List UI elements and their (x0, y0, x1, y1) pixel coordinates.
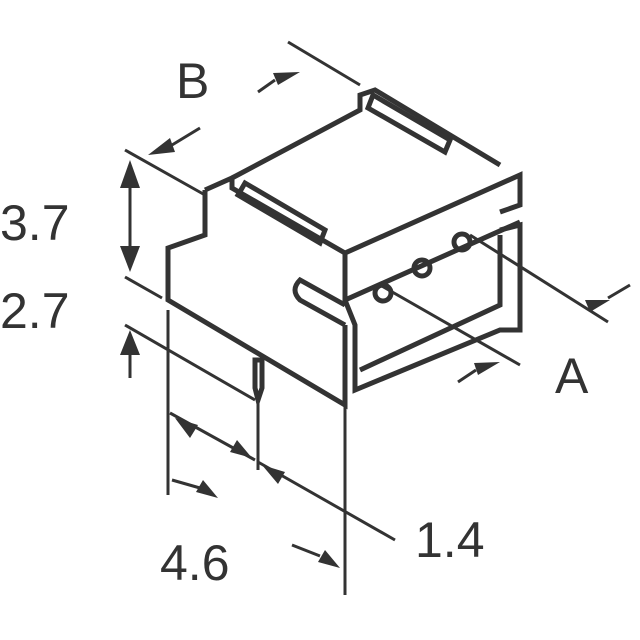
label-B: B (176, 53, 209, 109)
label-3-7: 3.7 (0, 195, 70, 251)
label-A: A (555, 348, 589, 404)
label-4-6: 4.6 (160, 535, 230, 591)
dimension-arrows (120, 72, 631, 568)
connector-body (165, 87, 523, 410)
label-1-4: 1.4 (415, 512, 485, 568)
dimension-lines (124, 40, 609, 595)
label-2-7: 2.7 (0, 283, 70, 339)
